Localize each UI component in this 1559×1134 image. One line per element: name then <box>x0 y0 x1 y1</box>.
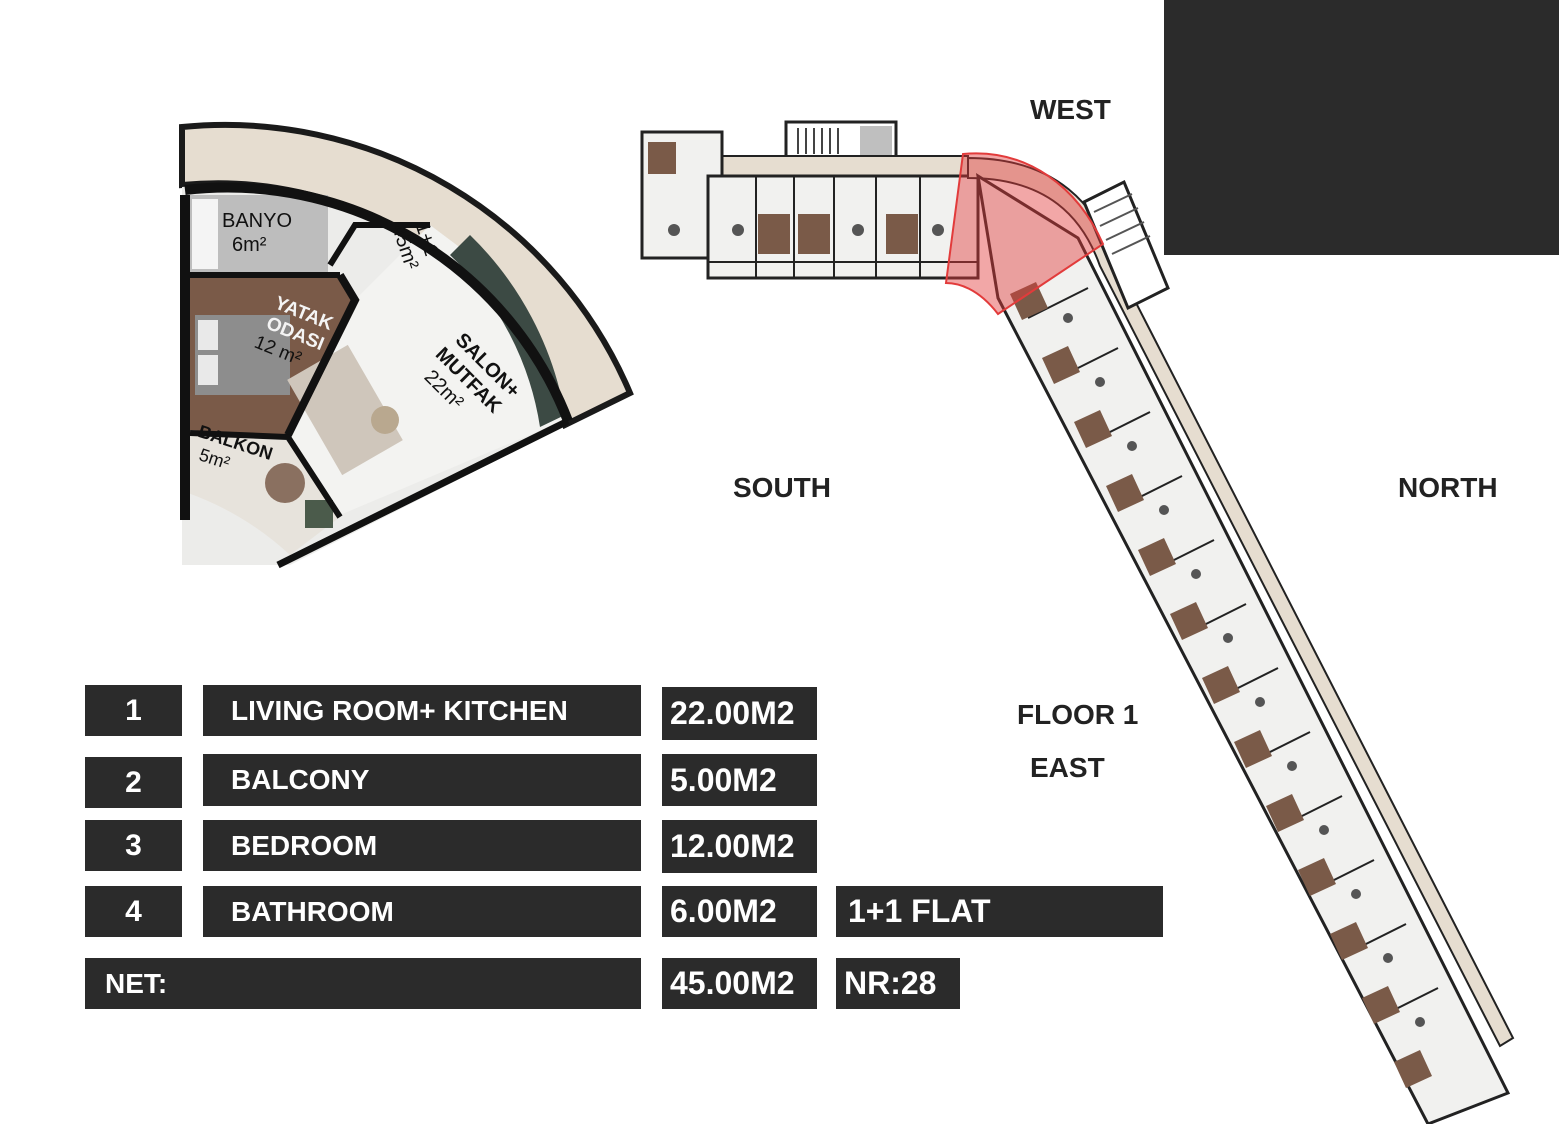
flat-type-badge: 1+1 FLAT <box>836 886 1163 937</box>
flat-number-badge: NR:28 <box>836 958 960 1009</box>
room-number-1: 1 <box>85 685 182 736</box>
floor-plan <box>640 120 1515 1124</box>
room-number-2: 2 <box>85 757 182 808</box>
room-area-3: 12.00M2 <box>662 820 817 873</box>
highlighted-flat-28 <box>944 152 1105 316</box>
room-area-4: 6.00M2 <box>662 886 817 937</box>
room-number-3: 3 <box>85 820 182 871</box>
room-label-3: BEDROOM <box>203 820 641 871</box>
banyo-label: BANYO <box>222 210 292 232</box>
compass-north: NORTH <box>1398 472 1498 503</box>
room-area-1: 22.00M2 <box>662 687 817 740</box>
compass-south: SOUTH <box>733 472 831 503</box>
compass-west: WEST <box>1030 94 1111 125</box>
room-label-1: LIVING ROOM+ KITCHEN <box>203 685 641 736</box>
net-label: NET: <box>85 958 641 1009</box>
room-label-2: BALCONY <box>203 754 641 806</box>
floor-label: FLOOR 1 <box>1017 699 1139 730</box>
room-label-4: BATHROOM <box>203 886 641 937</box>
room-area-2: 5.00M2 <box>662 754 817 806</box>
room-number-4: 4 <box>85 886 182 937</box>
banyo-area: 6m² <box>232 234 267 256</box>
net-area: 45.00M2 <box>662 958 817 1009</box>
corner-block <box>1164 0 1559 255</box>
apartment-detail-plan: BANYO 6m² YATAK ODASI 12 m² SALON+ MUTFA… <box>179 121 634 569</box>
compass-east: EAST <box>1030 752 1105 783</box>
